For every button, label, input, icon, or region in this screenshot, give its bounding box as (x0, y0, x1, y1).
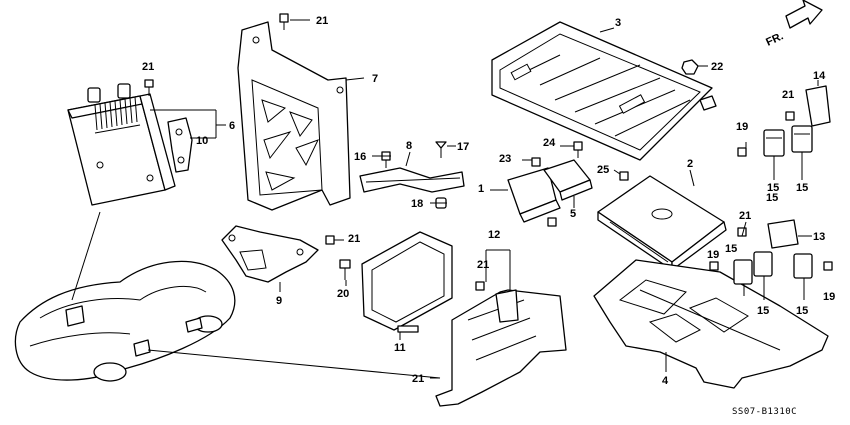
bolt-21 (144, 79, 154, 96)
part-9-bracket (221, 225, 319, 283)
callout-23: 23 (499, 153, 511, 165)
callout-8: 8 (406, 140, 412, 152)
relay-15 (763, 129, 785, 157)
callout-1: 1 (478, 183, 484, 195)
callout-21: 21 (348, 233, 360, 245)
callout-25: 25 (597, 164, 609, 176)
callout-19: 19 (736, 121, 748, 133)
callout-14: 14 (813, 70, 826, 82)
relay-15 (753, 251, 773, 277)
screw-17 (435, 141, 447, 158)
part-6-control-unit (67, 83, 176, 206)
bolt-21 (785, 111, 795, 121)
bolt-19 (823, 261, 833, 271)
callout-7: 7 (372, 73, 378, 85)
callout-16: 16 (354, 151, 366, 163)
bolt-19 (737, 147, 747, 157)
callout-15: 15 (767, 182, 779, 194)
part-7-bracket (237, 21, 351, 211)
callout-11: 11 (394, 342, 406, 354)
nut-22 (681, 59, 699, 75)
bolt-16 (381, 151, 391, 168)
bracket-13 (767, 219, 799, 249)
bolt-23 (531, 157, 541, 167)
bolt-21 (279, 13, 289, 30)
callout-2: 2 (687, 158, 693, 170)
callout-15: 15 (796, 182, 808, 194)
diagram-code: SS07-B1310C (732, 407, 797, 417)
callout-24: 24 (543, 137, 556, 149)
bolt-20 (339, 259, 351, 280)
callout-6: 6 (229, 120, 235, 132)
direction-label: FR. (764, 30, 785, 48)
bolt-21 (325, 235, 335, 245)
part-1-module (507, 167, 561, 227)
callout-21: 21 (316, 15, 328, 27)
callout-15: 15 (757, 305, 769, 317)
callout-17: 17 (457, 141, 469, 153)
callout-21: 21 (412, 373, 424, 385)
callout-15: 15 (796, 305, 808, 317)
bracket-14 (805, 85, 831, 127)
part-2-control-unit (597, 175, 727, 271)
part-3-cover (491, 21, 717, 161)
callout-19: 19 (707, 249, 719, 261)
callout-numbers: 21 7 3 22 21 6 10 8 16 17 24 23 1 5 25 2… (142, 15, 835, 387)
bolt-25 (619, 171, 629, 181)
callout-3: 3 (615, 17, 621, 29)
callout-5: 5 (570, 208, 576, 220)
relay-15 (793, 253, 813, 279)
bolt-21 (475, 281, 485, 291)
bolt-19 (709, 261, 719, 271)
callout-21: 21 (142, 61, 154, 73)
callout-9: 9 (276, 295, 282, 307)
part-5-module (543, 159, 593, 201)
leader-lines (71, 19, 819, 379)
vehicle-outline (14, 260, 236, 382)
part-11-module (361, 231, 453, 333)
callout-15: 15 (766, 192, 778, 204)
part-4-frame (593, 259, 829, 389)
part-12-bracket (435, 289, 567, 407)
relay-15 (733, 259, 753, 285)
callout-10: 10 (196, 135, 208, 147)
front-direction-indicator: FR. (764, 0, 823, 49)
callout-22: 22 (711, 61, 723, 73)
callout-18: 18 (411, 198, 423, 210)
callout-21: 21 (477, 259, 489, 271)
part-10-bracket (167, 117, 193, 173)
callout-21: 21 (739, 210, 751, 222)
callout-4: 4 (662, 375, 669, 387)
callout-12: 12 (488, 229, 500, 241)
bolt-24 (573, 141, 583, 158)
callout-19: 19 (823, 291, 835, 303)
relay-15 (791, 125, 813, 153)
part-8-bracket (359, 167, 465, 193)
callout-20: 20 (337, 288, 349, 300)
callout-13: 13 (813, 231, 825, 243)
callout-21: 21 (782, 89, 794, 101)
callout-15: 15 (725, 243, 737, 255)
